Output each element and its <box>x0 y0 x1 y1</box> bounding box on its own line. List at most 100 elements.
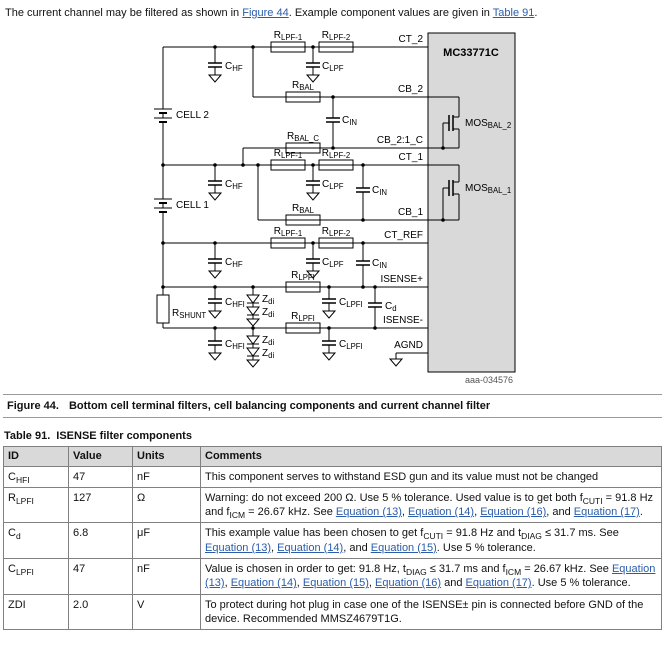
label-rbal-cb1: RBAL <box>292 203 315 215</box>
cell-units: Ω <box>132 486 201 524</box>
label-clpf-row1: CLPF <box>322 61 344 73</box>
doc-link[interactable]: Equation (16) <box>375 577 442 590</box>
table-row: ZDI 2.0 V To protect during hot plug in … <box>3 593 662 631</box>
label-clpf-row3: CLPF <box>322 257 344 269</box>
cell-id: Cd <box>3 522 69 560</box>
mosfet-symbols <box>448 115 454 197</box>
label-mosbal1: MOSBAL_1 <box>465 183 511 195</box>
label-rlpf2-row3: RLPF-2 <box>322 226 350 238</box>
table-row: RLPFI 127 Ω Warning: do not exceed 200 Ω… <box>3 486 662 524</box>
doc-link[interactable]: Equation (14) <box>277 541 344 554</box>
label-chf-row3: CHF <box>225 257 243 269</box>
pin-labels: CT_2 CB_2 CB_2:1_C CT_1 CB_1 CT_REF ISEN… <box>377 34 424 351</box>
doc-link[interactable]: Table 91 <box>492 7 535 19</box>
cell-value: 47 <box>68 558 133 595</box>
label-rlpf1-row2: RLPF-1 <box>274 148 302 160</box>
doc-link[interactable]: Equation (17) <box>465 577 532 590</box>
label-rlpf1-row1: RLPF-1 <box>274 30 302 42</box>
table-row: Cd 6.8 μF This example value has been ch… <box>3 522 662 560</box>
col-header-id: ID <box>3 446 69 467</box>
doc-link[interactable]: Equation (14) <box>230 577 297 590</box>
table-title: Table 91. ISENSE filter components <box>4 430 661 442</box>
cell-comments: To protect during hot plug in case one o… <box>200 593 662 631</box>
label-clpf-row2: CLPF <box>322 179 344 191</box>
doc-link[interactable]: Equation (16) <box>480 506 547 519</box>
page: The current channel may be filtered as s… <box>3 7 662 631</box>
label-rlpf2-row2: RLPF-2 <box>322 148 350 160</box>
cell-units: V <box>132 593 201 631</box>
isense-filter-table: ID Value Units Comments CHFI 47 nF This … <box>3 446 662 631</box>
doc-link[interactable]: Equation (13) <box>335 506 402 519</box>
pin-isense-minus: ISENSE- <box>383 315 423 326</box>
label-cell2: CELL 2 <box>176 110 209 121</box>
table-title-text: ISENSE filter components <box>56 430 192 443</box>
cell-units: nF <box>132 558 201 595</box>
col-header-comments: Comments <box>200 446 662 467</box>
cell-id: CLPFI <box>3 558 69 595</box>
label-cin-1: CIN <box>342 115 357 127</box>
doc-link[interactable]: Figure 44 <box>242 7 289 19</box>
label-rlpf2-row1: RLPF-2 <box>322 30 350 42</box>
col-header-value: Value <box>68 446 133 467</box>
label-cd: Cd <box>385 301 397 313</box>
label-rlpfi-plus: RLPFI <box>291 270 315 282</box>
figure-44-diagram: RLPF-1 RLPF-2 CHF CLPF RBAL CELL 2 CIN R… <box>154 30 516 385</box>
col-header-units: Units <box>132 446 201 467</box>
label-chf-row1: CHF <box>225 61 243 73</box>
battery-plates-long <box>154 108 172 209</box>
doc-link[interactable]: Equation (15) <box>370 541 437 554</box>
ic-name: MC33771C <box>443 47 499 59</box>
cell-value: 127 <box>68 486 133 524</box>
label-rbalc: RBAL_C <box>287 131 319 143</box>
cell-units: μF <box>132 522 201 560</box>
intro-text: The current channel may be filtered as s… <box>5 7 538 19</box>
cell-units: nF <box>132 465 201 488</box>
label-clpfi-minus: CLPFI <box>339 339 363 351</box>
figure-caption: Figure 44. Bottom cell terminal filters, … <box>3 394 662 419</box>
label-zdi-3: Zdi <box>262 335 274 347</box>
pin-ctref: CT_REF <box>384 230 423 241</box>
label-rlpf1-row3: RLPF-1 <box>274 226 302 238</box>
figure-caption-label: Figure 44. <box>7 400 59 413</box>
battery-plates-short <box>159 112 167 214</box>
cell-comments: Value is chosen in order to get: 91.8 Hz… <box>200 558 662 595</box>
pin-cb21c: CB_2:1_C <box>377 135 423 146</box>
label-zdi-2: Zdi <box>262 307 274 319</box>
zener-diode-symbols <box>246 294 260 358</box>
cell-value: 6.8 <box>68 522 133 560</box>
pin-cb2: CB_2 <box>398 84 423 95</box>
cell-comments: Warning: do not exceed 200 Ω. Use 5 % to… <box>200 486 662 524</box>
doc-link[interactable]: Equation (13) <box>205 563 656 590</box>
label-clpfi-plus: CLPFI <box>339 297 363 309</box>
component-labels: RLPF-1 RLPF-2 CHF CLPF RBAL CELL 2 CIN R… <box>172 30 511 360</box>
pin-cb1: CB_1 <box>398 207 423 218</box>
table-row: CLPFI 47 nF Value is chosen in order to … <box>3 558 662 595</box>
figure-caption-text: Bottom cell terminal filters, cell balan… <box>68 400 491 413</box>
cell-id: RLPFI <box>3 486 69 524</box>
wire-segments <box>162 46 460 361</box>
doc-link[interactable]: Equation (13) <box>205 541 272 554</box>
label-rbal-cb2: RBAL <box>292 80 315 92</box>
table-header-row: ID Value Units Comments <box>3 446 662 467</box>
doc-link[interactable]: Equation (17) <box>573 506 640 519</box>
junction-dots <box>161 45 445 331</box>
label-chfi-minus: CHFI <box>225 339 245 351</box>
ground-symbols <box>207 74 404 369</box>
cell-id: CHFI <box>3 465 69 488</box>
ic-box <box>427 32 516 373</box>
pin-isense-plus: ISENSE+ <box>380 274 423 285</box>
table-title-label: Table 91. <box>4 430 51 443</box>
cell-value: 2.0 <box>68 593 133 631</box>
pin-ct2: CT_2 <box>399 34 424 45</box>
label-cin-3: CIN <box>372 258 387 270</box>
label-mosbal2: MOSBAL_2 <box>465 118 511 130</box>
cell-comments: This component serves to withstand ESD g… <box>200 465 662 488</box>
label-rlpfi-minus: RLPFI <box>291 311 315 323</box>
label-chf-row2: CHF <box>225 179 243 191</box>
doc-link[interactable]: Equation (15) <box>302 577 369 590</box>
cell-id: ZDI <box>3 593 69 631</box>
cell-value: 47 <box>68 465 133 488</box>
doc-link[interactable]: Equation (14) <box>408 506 475 519</box>
label-chfi-plus: CHFI <box>225 297 245 309</box>
pin-agnd: AGND <box>394 340 423 351</box>
